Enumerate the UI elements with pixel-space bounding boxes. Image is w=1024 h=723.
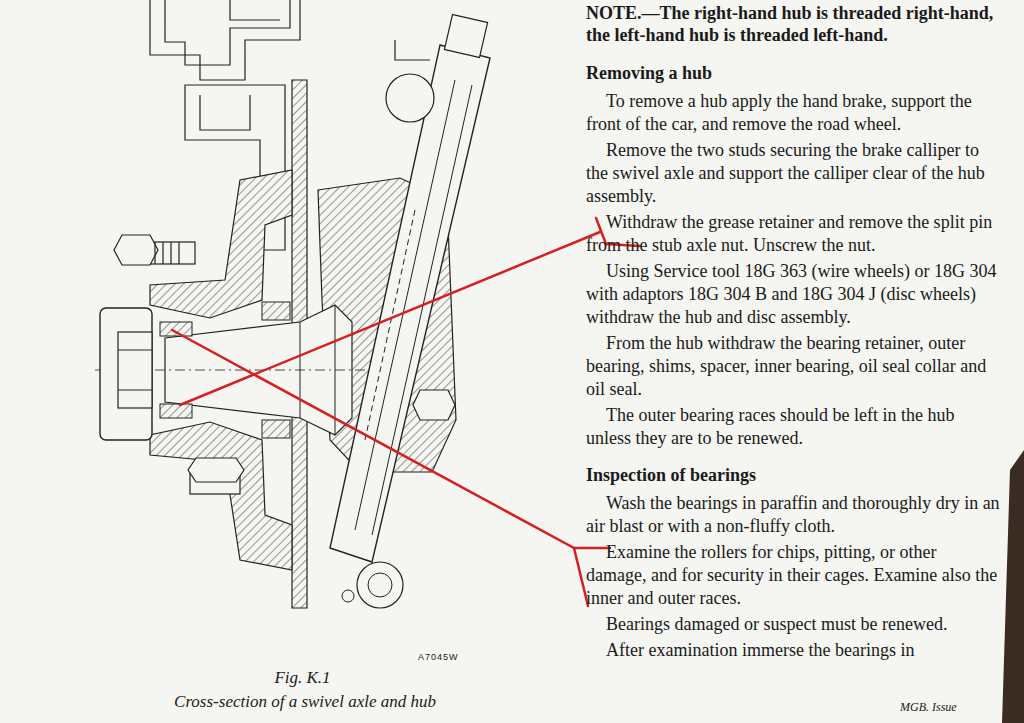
body-paragraph: After examination immerse the bearings i…: [586, 639, 1000, 662]
axle-nut: [118, 332, 152, 408]
drawing-code: A7045W: [418, 652, 478, 662]
figure-number: Fig. K.1: [130, 668, 475, 688]
hub-body: [150, 170, 292, 318]
body-paragraph: To remove a hub apply the hand brake, su…: [586, 90, 1000, 136]
body-paragraph: Withdraw the grease retainer and remove …: [586, 211, 1000, 257]
body-paragraph: Remove the two studs securing the brake …: [586, 139, 1000, 208]
section-heading: Inspection of bearings: [586, 464, 1000, 486]
body-paragraph: Examine the rollers for chips, pitting, …: [586, 541, 1000, 610]
taper-bearing: [160, 302, 290, 438]
body-paragraph: From the hub withdraw the bearing retain…: [586, 332, 1000, 401]
figure-caption: Cross-section of a swivel axle and hub: [60, 692, 550, 712]
section-heading: Removing a hub: [586, 62, 1000, 84]
grease-retainer: [100, 308, 152, 440]
page-footer: MGB. Issue: [900, 700, 990, 715]
upper-link-eye: [386, 74, 434, 122]
body-paragraph: Using Service tool 18G 363 (wire wheels)…: [586, 260, 1000, 329]
red-annotation: [172, 218, 640, 606]
page-edge: [1002, 450, 1024, 723]
text-column: NOTE.—The right-hand hub is threaded rig…: [586, 2, 1000, 665]
hub-body: [150, 422, 292, 570]
swivel-pin: [330, 45, 490, 562]
body-paragraph: Bearings damaged or suspect must be rene…: [586, 613, 1000, 636]
lower-trunnion: [357, 562, 403, 608]
note-text: NOTE.—The right-hand hub is threaded rig…: [586, 2, 1000, 46]
body-paragraph: The outer bearing races should be left i…: [586, 404, 1000, 450]
body-paragraph: Wash the bearings in paraffin and thorou…: [586, 492, 1000, 538]
